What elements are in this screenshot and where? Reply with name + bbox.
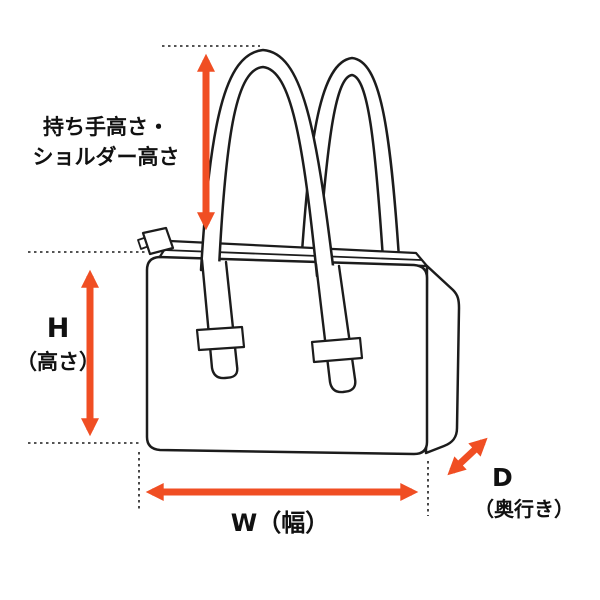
bag-zipper-slider bbox=[141, 226, 175, 256]
bag-front-panel bbox=[145, 255, 429, 456]
bag-illustration bbox=[137, 48, 461, 456]
measurement-arrows bbox=[81, 53, 488, 501]
height-label: H （高さ） bbox=[12, 314, 104, 376]
depth-arrow bbox=[447, 437, 488, 476]
bag-side-panel bbox=[424, 264, 461, 455]
width-label-text: W（幅） bbox=[230, 509, 330, 537]
handle-height-label-line1: 持ち手高さ・ bbox=[43, 115, 169, 139]
bag-right-strap-band bbox=[310, 336, 364, 364]
height-label-name: （高さ） bbox=[16, 350, 100, 374]
bag-front-handle bbox=[199, 48, 336, 278]
guide-lines bbox=[28, 45, 429, 516]
height-label-abbr: H bbox=[46, 313, 70, 344]
depth-label-name: （奥行き） bbox=[474, 497, 574, 521]
depth-label: D （奥行き） bbox=[474, 464, 596, 523]
handle-height-label: 持ち手高さ・ ショルダー高さ bbox=[18, 112, 194, 172]
width-label: W（幅） bbox=[178, 508, 382, 538]
depth-label-abbr: D bbox=[492, 463, 513, 492]
bag-left-strap-band bbox=[195, 325, 246, 352]
handle-height-label-line2: ショルダー高さ bbox=[32, 145, 180, 169]
